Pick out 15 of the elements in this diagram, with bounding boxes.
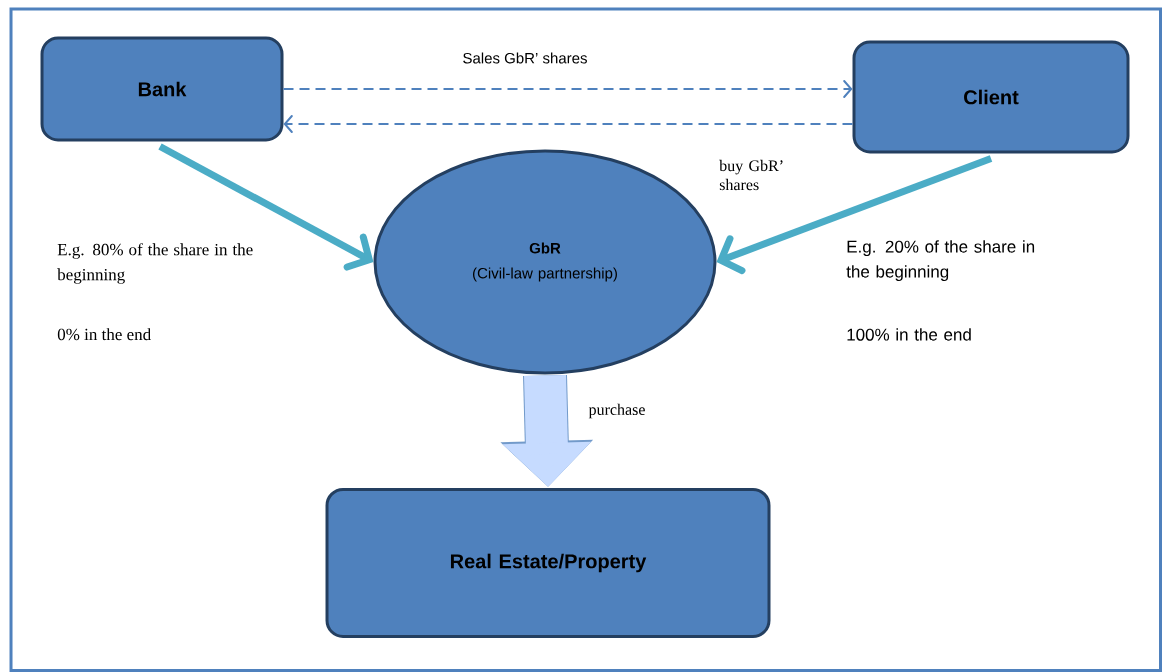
rounded-box: Bank xyxy=(40,36,284,142)
edge-label: Sales GbR’ shares xyxy=(463,52,587,64)
note-text: E.g. 80% of the share in the beginning xyxy=(57,243,253,284)
rounded-box: Client xyxy=(852,40,1130,154)
edge-label: purchase xyxy=(588,403,645,419)
note-text: 0% in the end xyxy=(57,328,151,341)
arrow xyxy=(283,115,854,133)
edge-label: buy GbR’ shares xyxy=(719,159,783,191)
arrow xyxy=(282,80,853,98)
arrow xyxy=(158,143,374,271)
note-text: E.g. 20% of the share in the beginning xyxy=(846,240,1035,282)
rounded-box: Real Estate/Property xyxy=(325,488,771,638)
ellipse-node: GbR (Civil-law partnership) xyxy=(373,149,717,375)
arrow xyxy=(716,155,993,275)
note-text: 100% in the end xyxy=(847,328,971,341)
